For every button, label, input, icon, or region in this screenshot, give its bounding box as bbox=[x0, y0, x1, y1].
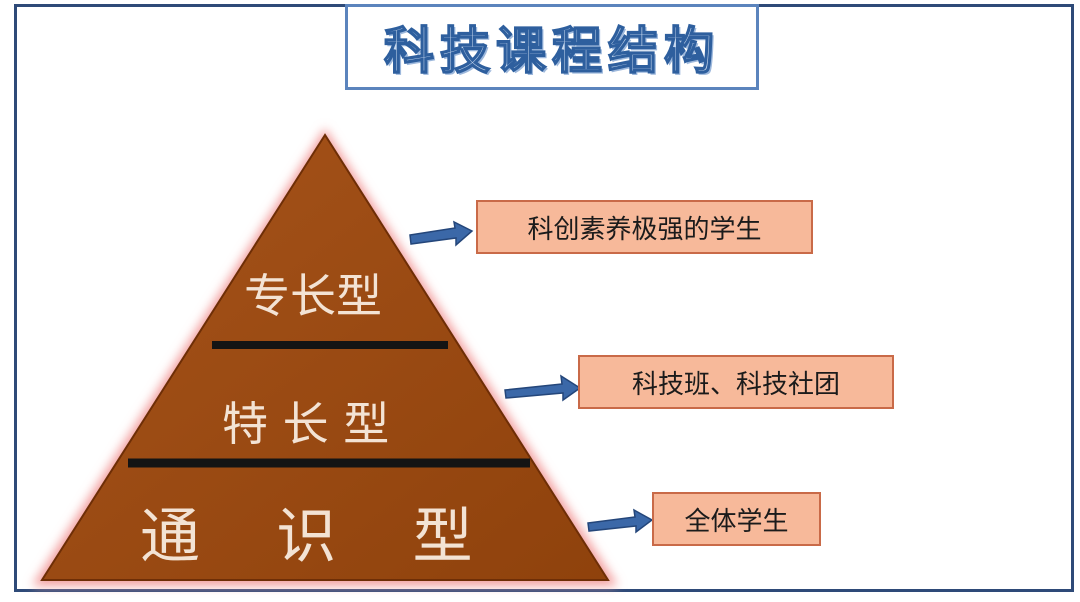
callout-middle: 科技班、科技社团 bbox=[578, 355, 894, 409]
arrow-bottom-shape bbox=[587, 508, 654, 534]
pyramid-shape bbox=[40, 133, 610, 581]
tier-label-top: 专长型 bbox=[244, 269, 382, 323]
arrow-middle-shape bbox=[504, 374, 582, 402]
arrow-bottom bbox=[587, 508, 654, 534]
callout-top: 科创素养极强的学生 bbox=[476, 200, 813, 254]
tier-label-middle: 特 长 型 bbox=[222, 397, 390, 451]
title-box: 科技课程结构 bbox=[345, 4, 759, 90]
arrow-middle bbox=[504, 374, 582, 402]
tier-label-bottom: 通 识 型 bbox=[140, 502, 473, 572]
slide-title: 科技课程结构 bbox=[383, 21, 720, 81]
arrow-top bbox=[409, 220, 474, 247]
arrow-top-shape bbox=[409, 220, 474, 247]
callout-bottom: 全体学生 bbox=[652, 492, 821, 546]
